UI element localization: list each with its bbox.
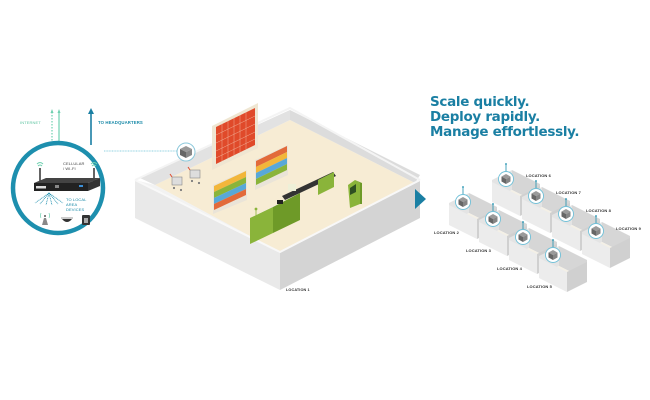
locations-grid xyxy=(449,163,630,292)
checkout-counter xyxy=(250,172,336,244)
cell-tower-icon xyxy=(40,212,50,225)
arrow-right-icon xyxy=(415,189,426,209)
gateway-device-icon xyxy=(498,171,514,187)
shopping-cart-icon xyxy=(169,173,183,192)
internet-arrow2-icon xyxy=(57,109,61,113)
gateway-device-icon xyxy=(485,211,501,227)
location-label: LOCATION 7 xyxy=(556,190,581,195)
local-devices-label: TO LOCAL AREA DEVICES xyxy=(66,197,87,212)
gateway-device-icon xyxy=(558,206,574,222)
gateway-device-icon xyxy=(588,223,604,239)
internet-label: INTERNET xyxy=(20,120,41,125)
location-label: LOCATION 4 xyxy=(497,266,522,271)
security-camera-icon xyxy=(61,217,73,222)
location-label: LOCATION 8 xyxy=(586,208,611,213)
store-floor xyxy=(155,120,415,253)
location-label: LOCATION 3 xyxy=(466,248,491,253)
shopping-cart-icon xyxy=(187,166,201,185)
wifi-left-icon xyxy=(36,162,44,165)
router-icon xyxy=(34,178,100,191)
location-label: LOCATION 2 xyxy=(434,230,459,235)
wifi-right-icon xyxy=(90,162,98,165)
gateway-device-icon xyxy=(528,188,544,204)
store-wall-left xyxy=(135,180,280,290)
headline-line: Scale quickly. xyxy=(430,94,530,110)
internet-arrow-icon xyxy=(50,109,54,113)
headline-line: Deploy rapidly. xyxy=(430,109,540,125)
atm-kiosk xyxy=(348,180,362,208)
location-label: LOCATION 9 xyxy=(616,226,641,231)
store-illustration xyxy=(134,103,421,290)
gateway-device-icon xyxy=(455,194,471,210)
signal-rays-icon xyxy=(34,192,64,206)
location-box xyxy=(582,215,630,268)
shelf-unit xyxy=(213,170,247,214)
cellular-label: CELLULAR / WI-FI xyxy=(63,161,85,171)
store-location-label: LOCATION 1 xyxy=(286,288,310,292)
location-label: LOCATION 6 xyxy=(526,173,551,178)
gateway-device-icon xyxy=(545,247,561,263)
headline: Scale quickly. Deploy rapidly. Manage ef… xyxy=(430,94,580,140)
gateway-device-icon xyxy=(515,229,531,245)
headquarters-label: TO HEADQUARTERS xyxy=(98,120,143,125)
headline-line: Manage effortlessly. xyxy=(430,124,580,140)
desk-phone-icon xyxy=(82,215,90,225)
store-gateway-icon xyxy=(176,142,196,162)
hub-group xyxy=(10,108,178,236)
store-wall-right xyxy=(280,180,420,290)
location-box xyxy=(539,239,587,292)
location-label: LOCATION 5 xyxy=(527,284,552,289)
shelf-unit xyxy=(255,145,288,190)
hq-arrow-icon xyxy=(88,108,94,114)
locker-wall xyxy=(212,103,258,170)
